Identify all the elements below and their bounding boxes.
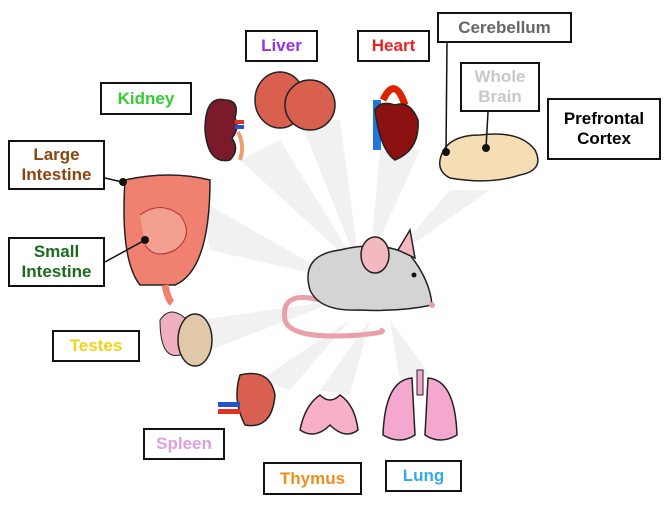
brain-illustration <box>438 41 539 182</box>
mouse-illustration <box>281 227 435 339</box>
label-small-intestine: Small Intestine <box>8 237 105 287</box>
label-liver: Liver <box>245 30 318 62</box>
liver-illustration <box>254 71 336 131</box>
intestine-illustration <box>104 174 211 306</box>
label-text: Small Intestine <box>21 242 92 281</box>
heart-illustration <box>373 85 419 161</box>
thymus-illustration <box>299 394 359 435</box>
label-text: Heart <box>371 36 416 55</box>
label-whole-brain: Whole Brain <box>460 62 540 112</box>
label-text: Large Intestine <box>21 145 92 184</box>
label-large-intestine: Large Intestine <box>8 140 105 190</box>
label-text: Thymus <box>279 468 346 488</box>
radial-rays <box>200 120 490 395</box>
label-text: Kidney <box>117 88 175 108</box>
kidney-illustration <box>204 98 245 162</box>
label-text: Whole Brain <box>474 67 526 106</box>
label-lung: Lung <box>385 460 462 492</box>
testes-illustration <box>159 311 213 367</box>
label-thymus: Thymus <box>263 462 362 495</box>
label-prefrontal-cortex: Prefrontal Cortex <box>547 98 661 160</box>
lung-illustration <box>382 369 458 441</box>
label-text: Prefrontal Cortex <box>563 109 645 148</box>
label-text: Spleen <box>156 434 212 453</box>
label-kidney: Kidney <box>100 82 192 115</box>
label-spleen: Spleen <box>143 428 225 460</box>
label-testes: Testes <box>52 330 140 362</box>
label-text: Cerebellum <box>458 17 551 37</box>
label-text: Lung <box>402 466 445 485</box>
label-text: Testes <box>69 336 123 355</box>
label-heart: Heart <box>357 30 430 62</box>
label-cerebellum: Cerebellum <box>437 12 572 43</box>
label-text: Liver <box>261 36 302 55</box>
spleen-illustration <box>218 372 276 427</box>
